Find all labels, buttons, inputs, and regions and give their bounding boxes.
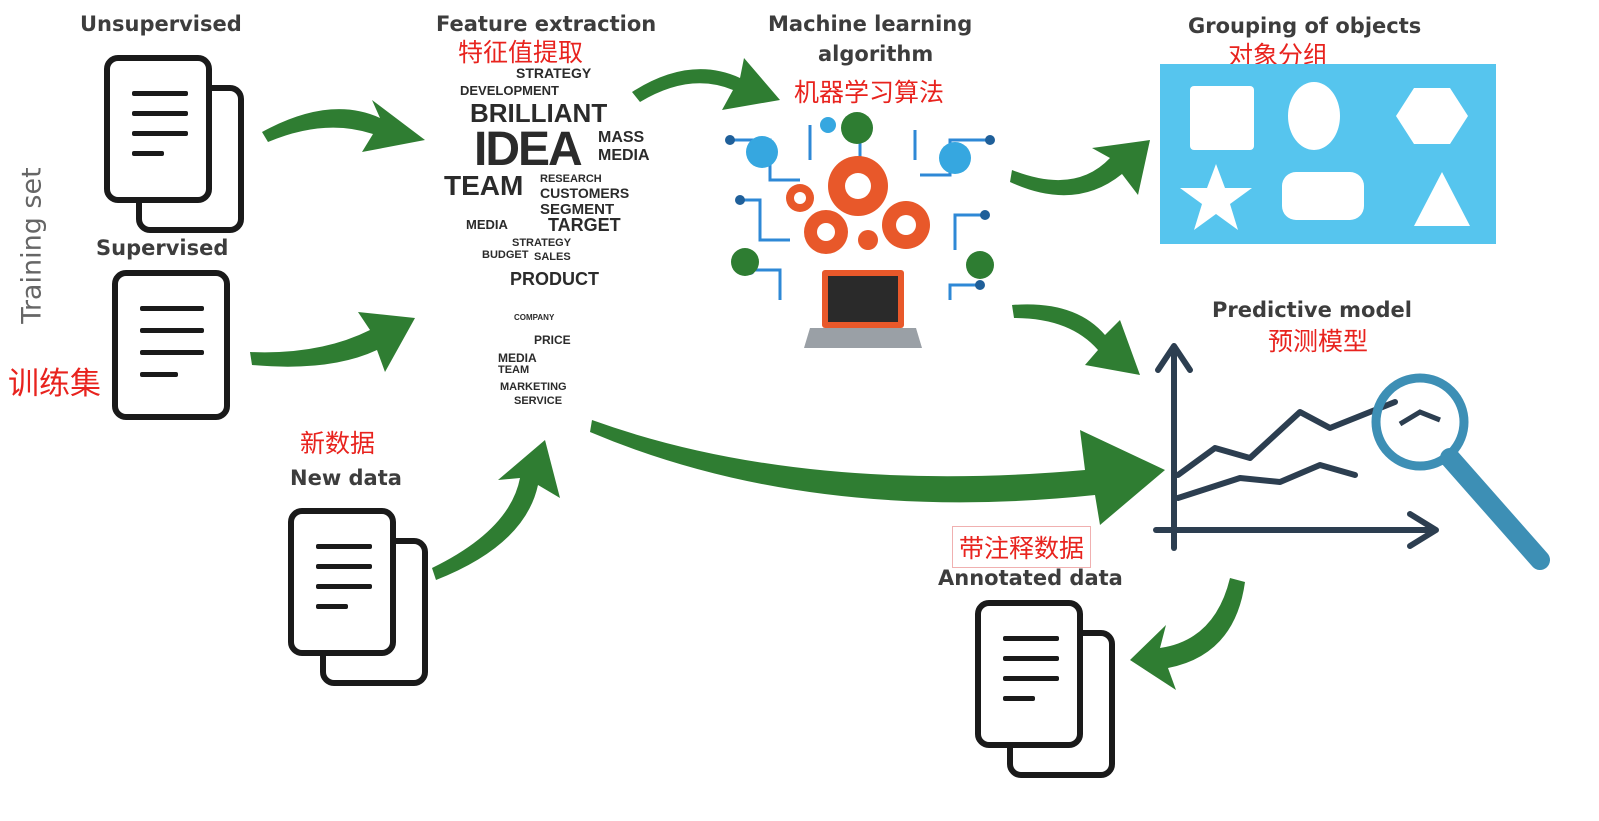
training-set-label: Training set bbox=[16, 167, 48, 324]
bulb-word: MEDIA bbox=[498, 351, 537, 365]
new-data-label-zh: 新数据 bbox=[300, 429, 376, 458]
bulb-word: RESEARCH bbox=[540, 173, 602, 185]
grouping-shapes bbox=[1180, 82, 1470, 230]
supervised-label: Supervised bbox=[96, 236, 229, 260]
bulb-word: SEGMENT bbox=[540, 201, 615, 218]
lightbulb-word-cloud: STRATEGY DEVELOPMENT BRILLIANT IDEA MASS… bbox=[430, 62, 660, 422]
bulb-word: TEAM bbox=[498, 364, 530, 376]
new-data-label: New data bbox=[290, 466, 402, 490]
bulb-word: MEDIA bbox=[466, 217, 508, 232]
arrow-feature-to-ml bbox=[632, 58, 780, 110]
bulb-word: MARKETING bbox=[500, 381, 567, 393]
arrow-supervised-to-feature bbox=[250, 312, 415, 372]
arrow-predictive-to-annotated bbox=[1130, 578, 1245, 690]
feature-extraction-title: Feature extraction bbox=[436, 12, 657, 36]
unsupervised-label: Unsupervised bbox=[80, 12, 242, 36]
bulb-word: TEAM bbox=[444, 170, 524, 201]
bulb-word: TARGET bbox=[548, 215, 621, 235]
feature-extraction-title-zh: 特征值提取 bbox=[458, 38, 584, 67]
star-shape bbox=[1180, 164, 1252, 230]
predictive-model-title-zh: 预测模型 bbox=[1268, 327, 1369, 356]
bulb-word: PRODUCT bbox=[510, 269, 599, 289]
grouping-panel bbox=[1160, 64, 1496, 244]
bulb-word: COMPANY bbox=[514, 313, 555, 322]
bulb-word: MASS bbox=[598, 129, 645, 146]
bulb-word: BRILLIANT bbox=[470, 98, 608, 128]
training-set-label-zh: 训练集 bbox=[8, 366, 101, 402]
bulb-word: IDEA bbox=[474, 123, 583, 176]
bulb-word: SERVICE bbox=[514, 395, 563, 407]
arrow-feature-to-predictive bbox=[590, 420, 1165, 525]
square-shape bbox=[1190, 86, 1254, 150]
annotated-data-label: Annotated data bbox=[938, 566, 1123, 590]
triangle-shape bbox=[1414, 172, 1470, 226]
bulb-word: BUDGET bbox=[482, 249, 529, 261]
bulb-word: DEVELOPMENT bbox=[460, 83, 559, 98]
ml-algorithm-title-zh: 机器学习算法 bbox=[794, 78, 945, 107]
bulb-word: CUSTOMERS bbox=[540, 185, 630, 201]
hexagon-shape bbox=[1396, 88, 1468, 144]
bulb-word: STRATEGY bbox=[512, 237, 572, 249]
ml-algorithm-title-line1: Machine learning bbox=[768, 12, 973, 36]
ellipse-shape bbox=[1288, 82, 1340, 150]
arrow-newdata-to-feature bbox=[432, 440, 560, 580]
bulb-word: SALES bbox=[534, 251, 571, 263]
bulb-word: PRICE bbox=[534, 333, 571, 347]
arrow-unsupervised-to-feature bbox=[262, 100, 425, 152]
annotated-data-label-zh: 带注释数据 bbox=[952, 526, 1092, 568]
ml-algorithm-title-line2: algorithm bbox=[818, 42, 934, 66]
rounded-rect-shape bbox=[1282, 172, 1364, 220]
arrow-ml-to-grouping bbox=[1010, 140, 1150, 196]
bulb-word: MEDIA bbox=[598, 147, 650, 164]
predictive-model-title: Predictive model bbox=[1212, 298, 1412, 322]
grouping-title: Grouping of objects bbox=[1188, 14, 1422, 38]
bulb-word: STRATEGY bbox=[516, 65, 592, 81]
arrow-ml-to-predictive bbox=[1012, 304, 1140, 375]
